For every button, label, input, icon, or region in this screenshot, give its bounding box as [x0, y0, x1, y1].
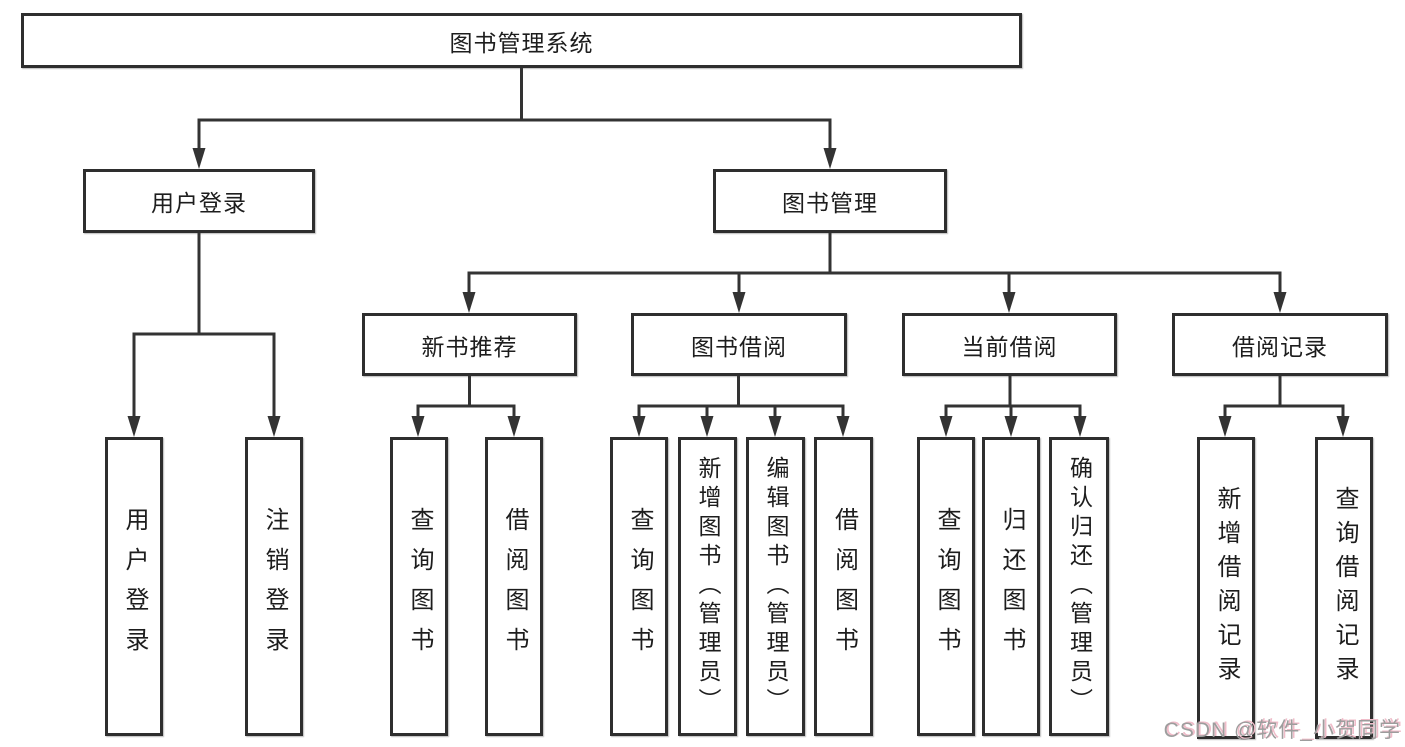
node-label: 编辑图书（管理员）: [763, 456, 789, 717]
leaf-user-login: 用户登录: [105, 437, 163, 736]
leaf-query-borrow-record: 查询借阅记录: [1315, 437, 1373, 739]
node-label: 新书推荐: [421, 333, 518, 360]
node-label: 借阅图书: [501, 506, 528, 667]
node-label: 查询图书: [933, 506, 960, 667]
node-label: 图书借阅: [691, 333, 787, 360]
leaf-query-books-borrow: 查询图书: [610, 437, 668, 736]
node-label: 查询借阅记录: [1331, 486, 1358, 690]
node-label: 确认归还（管理员）: [1066, 456, 1093, 717]
leaf-add-borrow-record: 新增借阅记录: [1197, 437, 1255, 739]
node-label: 借阅记录: [1232, 333, 1328, 360]
node-label: 查询图书: [626, 506, 653, 667]
leaf-add-book-admin: 新增图书（管理员）: [678, 437, 737, 736]
node-label: 图书管理: [782, 190, 878, 216]
leaf-query-books-current: 查询图书: [917, 437, 975, 736]
node-new-book-recommendation: 新书推荐: [362, 313, 577, 376]
node-label: 用户登录: [151, 190, 247, 216]
leaf-logout: 注销登录: [245, 437, 303, 736]
node-label: 借阅图书: [830, 506, 858, 667]
node-user-login: 用户登录: [83, 169, 315, 233]
csdn-watermark: CSDN @软件_小贺同学: [1163, 719, 1401, 742]
node-book-borrowing: 图书借阅: [631, 313, 847, 376]
node-book-management: 图书管理: [713, 169, 947, 233]
node-label: 新增图书（管理员）: [695, 456, 721, 717]
node-label: 图书管理系统: [449, 29, 594, 56]
leaf-borrow-books-recommend: 借阅图书: [485, 437, 543, 736]
leaf-borrow-books: 借阅图书: [814, 437, 873, 736]
node-label: 用户登录: [121, 506, 148, 667]
node-borrowing-records: 借阅记录: [1172, 313, 1388, 376]
leaf-query-books-recommend: 查询图书: [390, 437, 448, 736]
node-label: 归还图书: [998, 506, 1025, 667]
node-label: 当前借阅: [961, 333, 1058, 360]
node-label: 新增借阅记录: [1213, 486, 1240, 690]
leaf-confirm-return-admin: 确认归还（管理员）: [1049, 437, 1109, 736]
node-label: 注销登录: [261, 506, 288, 667]
leaf-edit-book-admin: 编辑图书（管理员）: [746, 437, 805, 736]
node-library-management-system: 图书管理系统: [21, 13, 1022, 68]
node-label: 查询图书: [406, 506, 433, 667]
node-current-borrowing: 当前借阅: [902, 313, 1117, 376]
leaf-return-book: 归还图书: [982, 437, 1040, 736]
